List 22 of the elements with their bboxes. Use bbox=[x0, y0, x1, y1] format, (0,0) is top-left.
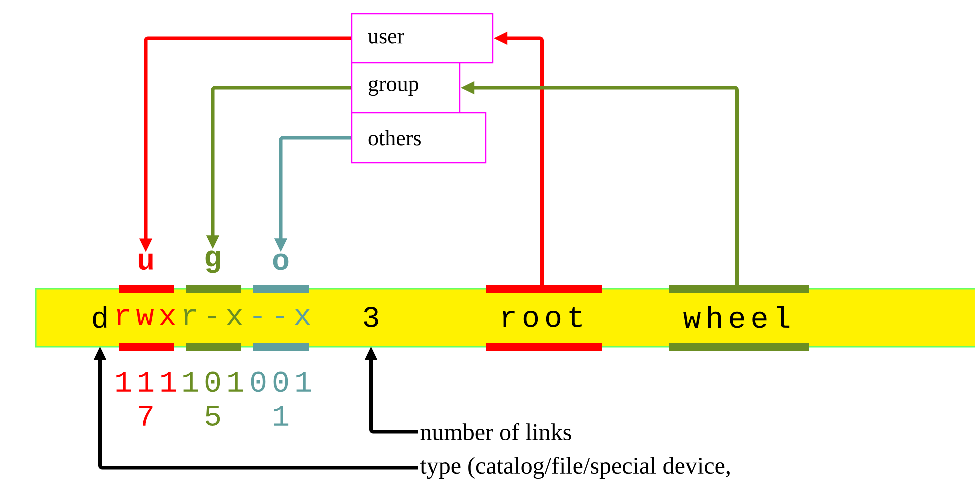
binary-digits: 001 bbox=[251, 372, 312, 392]
class-letter: g bbox=[206, 250, 220, 274]
annotation-text: type (catalog/file/special device, bbox=[420, 456, 730, 480]
listing-band bbox=[35, 288, 975, 348]
listing-field: d bbox=[93, 306, 107, 328]
class-letter: u bbox=[138, 254, 153, 270]
role-box: group bbox=[351, 62, 461, 114]
class-letter: o bbox=[273, 254, 289, 270]
binary-digits: 101 bbox=[184, 372, 244, 392]
binary-digits: 111 bbox=[116, 372, 176, 392]
annotation-text: number of links bbox=[420, 423, 572, 441]
listing-field: rwx bbox=[117, 309, 176, 326]
role-box: user bbox=[351, 13, 494, 64]
listing-field: root bbox=[503, 307, 582, 328]
listing-field: --x bbox=[254, 309, 310, 326]
listing-field: 3 bbox=[364, 307, 378, 328]
role-box: others bbox=[351, 112, 487, 164]
binary-digits: 1 bbox=[274, 406, 289, 426]
listing-field: wheel bbox=[684, 306, 790, 328]
listing-field: r-x bbox=[184, 309, 242, 326]
binary-digits: 5 bbox=[206, 406, 220, 426]
binary-digits: 7 bbox=[139, 406, 153, 426]
